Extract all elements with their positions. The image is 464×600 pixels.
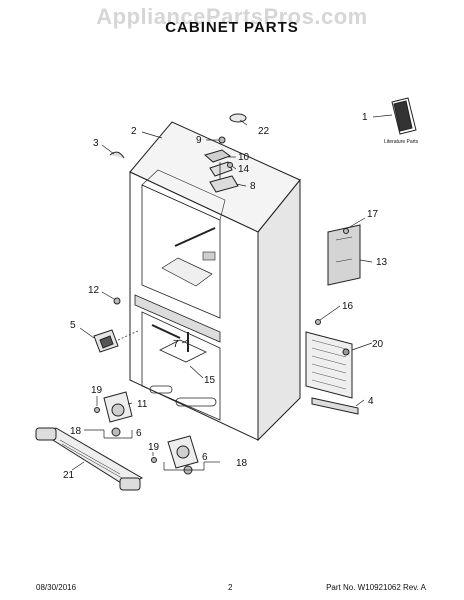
callout-19-left: 19 (91, 385, 103, 396)
callout-17: 17 (367, 209, 379, 220)
cover-panel-13 (327, 224, 361, 286)
base-grille-21 (35, 427, 144, 491)
callout-7: 7 (173, 339, 179, 350)
callout-numbers: 1 2 3 9 22 10 14 8 17 13 12 16 5 20 7 15… (63, 112, 419, 481)
callout-22: 22 (258, 126, 270, 137)
callout-5: 5 (70, 320, 76, 331)
callout-11: 11 (137, 399, 148, 410)
callout-13: 13 (376, 257, 388, 268)
literature-parts-1 (391, 97, 417, 135)
rear-grille-20 (305, 331, 353, 399)
callout-12: 12 (88, 285, 100, 296)
screw-14 (227, 162, 233, 168)
screw-9 (218, 136, 226, 144)
callout-14: 14 (238, 164, 250, 175)
callout-1: 1 (362, 112, 368, 123)
footer-page-number: 2 (228, 583, 233, 592)
callout-8: 8 (250, 181, 256, 192)
module-5 (93, 329, 119, 353)
cabinet-shell (129, 121, 301, 442)
roller-bracket-right (167, 435, 199, 475)
screw-19-right (151, 457, 157, 463)
screw-12 (113, 297, 121, 305)
leader-lines (71, 114, 393, 471)
callout-6-right: 6 (202, 452, 208, 463)
callout-16: 16 (342, 301, 354, 312)
callout-6-left: 6 (136, 428, 142, 439)
watermark-text: AppliancePartsPros.com (96, 4, 368, 29)
screw-16 (315, 319, 321, 325)
literature-parts-label: Literature Parts (384, 139, 419, 145)
callout-2: 2 (131, 126, 137, 137)
footer-part-number: Part No. W10921062 Rev. A (326, 583, 426, 592)
callout-10: 10 (238, 152, 250, 163)
callout-3: 3 (93, 138, 99, 149)
callout-15: 15 (204, 375, 216, 386)
callout-18-right: 18 (236, 458, 248, 469)
callout-19-right: 19 (148, 442, 160, 453)
bracket-8 (209, 175, 239, 193)
callout-20: 20 (372, 339, 384, 350)
kick-plate-4 (311, 397, 359, 415)
screw-19-left (94, 407, 100, 413)
callout-4: 4 (368, 396, 374, 407)
callout-18-left: 18 (70, 426, 82, 437)
footer-date: 08/30/2016 (36, 583, 77, 592)
top-hinge-part-10 (203, 149, 233, 185)
screw-17 (343, 228, 349, 234)
cap-22 (229, 113, 247, 123)
page-title: CABINET PARTS (165, 19, 299, 36)
callout-9: 9 (196, 135, 202, 146)
roller-bracket-11 (103, 391, 133, 437)
callout-21: 21 (63, 470, 75, 481)
